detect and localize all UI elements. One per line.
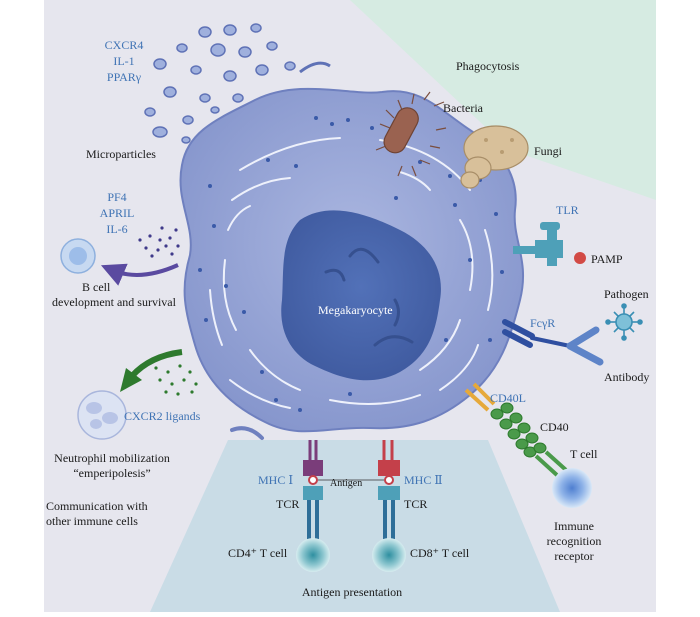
tcell-right-icon (552, 468, 592, 508)
bcell-factor-dots (138, 226, 180, 258)
cxcr2-ligand-dots (154, 364, 198, 396)
receptor-label: receptor (554, 549, 593, 563)
microparticle-curve (299, 61, 331, 74)
pamp-label: PAMP (591, 252, 623, 266)
panel-antigen-presentation (150, 440, 560, 612)
pathogen-icon (605, 303, 643, 341)
bacteria-label: Bacteria (443, 101, 484, 115)
cxcr2-ligands-label: CXCR2 ligands (124, 409, 201, 423)
mhc2-tcr-complex-icon (372, 440, 406, 572)
cxcr4-label: CXCR4 (105, 38, 144, 52)
fungi-label: Fungi (534, 144, 563, 158)
cd40-cd40l-icon (464, 382, 568, 478)
membrane-bud (230, 426, 264, 440)
neutrophil-arrow-head (120, 368, 142, 392)
cd40l-label: CD40L (490, 391, 526, 405)
mhc1-label: MHC Ⅰ (258, 473, 293, 487)
bcell-icon (60, 238, 96, 274)
fcgr-antibody-icon (502, 319, 604, 366)
megakaryocyte-label: Megakaryocyte (318, 303, 393, 317)
mhc1-tcr-complex-icon (296, 440, 330, 572)
recognition-label: recognition (547, 534, 602, 548)
bcell-arrow (100, 263, 179, 286)
neutrophil-icon (77, 390, 127, 440)
tcell-label: T cell (570, 447, 598, 461)
april-label: APRIL (100, 206, 135, 220)
bcell-label: B cell (82, 280, 111, 294)
neutrophil-mobilization-label: Neutrophil mobilization (54, 451, 170, 465)
immune-label: Immune (554, 519, 594, 533)
tcr-left-label: TCR (276, 497, 299, 511)
bcell-development-label: development and survival (52, 295, 177, 309)
cd40-label: CD40 (540, 420, 569, 434)
panel-right-strip (656, 0, 700, 612)
microparticles-label: Microparticles (86, 147, 156, 161)
fungi-icon (460, 125, 529, 189)
antibody-label: Antibody (604, 370, 649, 384)
tlr-label: TLR (556, 203, 579, 217)
neutrophil-arrow (129, 349, 183, 379)
tcr-right-label: TCR (404, 497, 427, 511)
other-immune-cells-label: other immune cells (46, 514, 138, 528)
antigen-label: Antigen (330, 478, 362, 489)
pathogen-label: Pathogen (604, 287, 649, 301)
cd8-tcell-label: CD8⁺ T cell (410, 546, 470, 560)
tlr-receptor-icon (513, 222, 586, 266)
il6-label: IL-6 (106, 222, 127, 236)
panel-phagocytosis (350, 0, 656, 200)
pf4-label: PF4 (107, 190, 126, 204)
fcgr-label: FcγR (530, 316, 555, 330)
nucleus-lobes (324, 247, 414, 347)
il1-label: IL-1 (113, 54, 134, 68)
communication-label: Communication with (46, 499, 148, 513)
emperipolesis-label: “emperipolesis” (73, 466, 150, 480)
microparticles-cluster (144, 23, 296, 144)
antigen-presentation-label: Antigen presentation (302, 585, 402, 599)
phagocytosis-label: Phagocytosis (456, 59, 520, 73)
cd4-tcell-label: CD4⁺ T cell (228, 546, 288, 560)
cell-granules (198, 116, 504, 412)
mhc2-label: MHC Ⅱ (404, 473, 443, 487)
ppar-label: PPARγ (107, 70, 142, 84)
bacteria-icon (375, 91, 447, 177)
